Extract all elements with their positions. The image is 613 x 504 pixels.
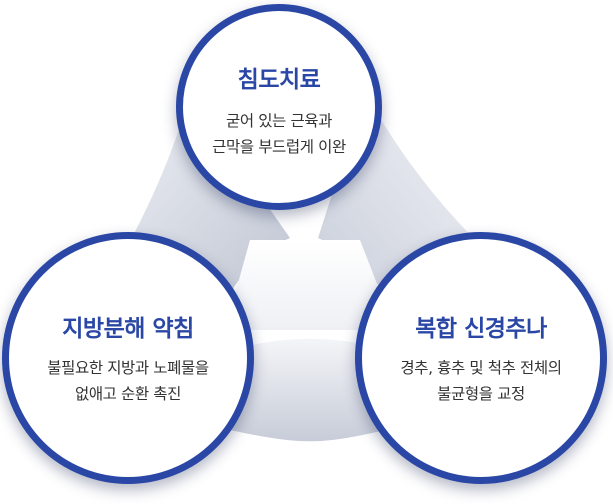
ribbon-bottom bbox=[230, 338, 390, 442]
node-right: 복합 신경추나 경추, 흉추 및 척추 전체의 불균형을 교정 bbox=[355, 232, 607, 484]
node-left-title: 지방분해 약침 bbox=[62, 316, 194, 342]
node-right-title: 복합 신경추나 bbox=[415, 316, 547, 342]
node-top-line2: 근막을 부드럽게 이완 bbox=[212, 138, 346, 156]
node-right-line2: 불균형을 교정 bbox=[437, 385, 525, 403]
node-left-line1: 불필요한 지방과 노폐물을 bbox=[47, 359, 209, 377]
node-right-line1: 경추, 흉추 및 척추 전체의 bbox=[400, 359, 562, 377]
node-left-line2: 없애고 순환 촉진 bbox=[74, 385, 182, 403]
ribbon-center bbox=[225, 240, 395, 330]
node-top: 침도치료 굳어 있는 근육과 근막을 부드럽게 이완 bbox=[176, 4, 382, 210]
node-left: 지방분해 약침 불필요한 지방과 노폐물을 없애고 순환 촉진 bbox=[2, 232, 254, 484]
node-top-title: 침도치료 bbox=[237, 67, 321, 93]
node-top-line1: 굳어 있는 근육과 bbox=[225, 112, 333, 130]
